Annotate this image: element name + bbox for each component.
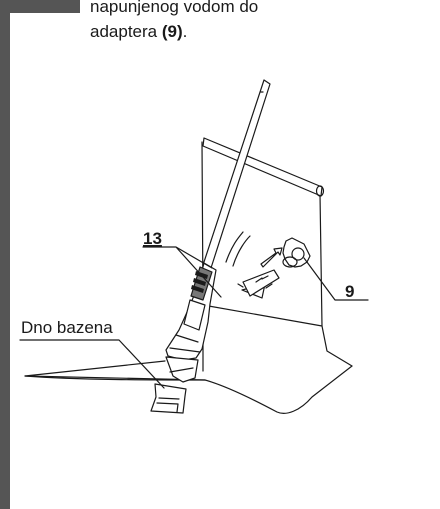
suction-hose <box>225 231 251 267</box>
callout-13-label: 13 <box>143 229 162 248</box>
handrail-end <box>315 185 325 197</box>
handrail-pipe <box>202 137 323 197</box>
pool-bottom-leader <box>19 339 165 389</box>
instruction-line-1: napunjenog vodom do <box>90 0 259 16</box>
sidebar-accent-tab <box>0 0 80 13</box>
callout-9-label: 9 <box>345 282 354 301</box>
wall-bottom-edge <box>202 304 323 327</box>
instruction-line-2-suffix: . <box>182 22 188 41</box>
instruction-line-2-prefix: adaptera <box>90 22 162 41</box>
hose-end <box>242 269 280 297</box>
adapter-reference: (9) <box>161 22 183 41</box>
grip-ribs <box>191 271 208 293</box>
instruction-text: napunjenog vodom do adaptera (9). <box>90 0 430 44</box>
instruction-line-2: adaptera (9). <box>90 19 430 44</box>
adapter-9 <box>282 237 311 268</box>
callout-13-leader <box>142 246 222 298</box>
insert-arrow <box>260 247 283 268</box>
callout-9-leader <box>303 257 369 301</box>
pool-bottom-label: Dno bazena <box>21 318 113 337</box>
sidebar-accent-bar <box>0 0 10 509</box>
